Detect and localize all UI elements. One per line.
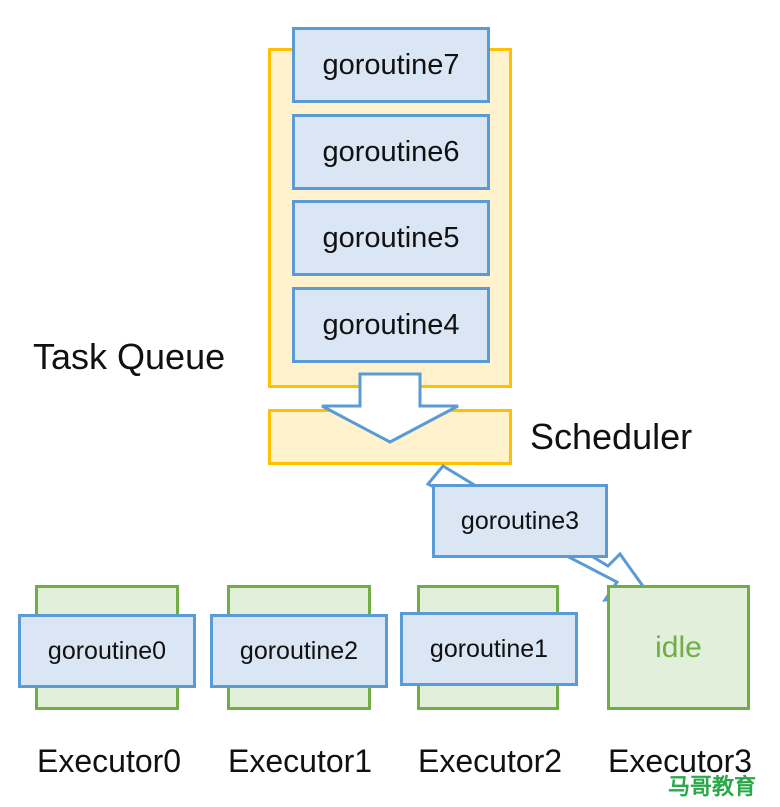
executor0-label: Executor0 xyxy=(37,743,182,779)
queue-item-goroutine5: goroutine5 xyxy=(292,200,490,276)
executor0-goroutine: goroutine0 xyxy=(18,614,196,688)
executor3-label: Executor3 xyxy=(608,743,753,779)
queue-to-scheduler-arrow xyxy=(321,372,459,444)
executor2-label: Executor2 xyxy=(418,743,563,779)
executor1-label: Executor1 xyxy=(228,743,373,779)
queue-item-goroutine7: goroutine7 xyxy=(292,27,490,103)
queue-item-goroutine6: goroutine6 xyxy=(292,114,490,190)
executor1-goroutine: goroutine2 xyxy=(210,614,388,688)
executor3-idle-box: idle xyxy=(607,585,750,710)
watermark: 马哥教育 xyxy=(667,774,756,799)
task-queue-label: Task Queue xyxy=(33,336,226,377)
executor2-goroutine: goroutine1 xyxy=(400,612,578,686)
dispatched-goroutine: goroutine3 xyxy=(432,484,608,558)
scheduler-label: Scheduler xyxy=(530,416,693,457)
queue-item-goroutine4: goroutine4 xyxy=(292,287,490,363)
